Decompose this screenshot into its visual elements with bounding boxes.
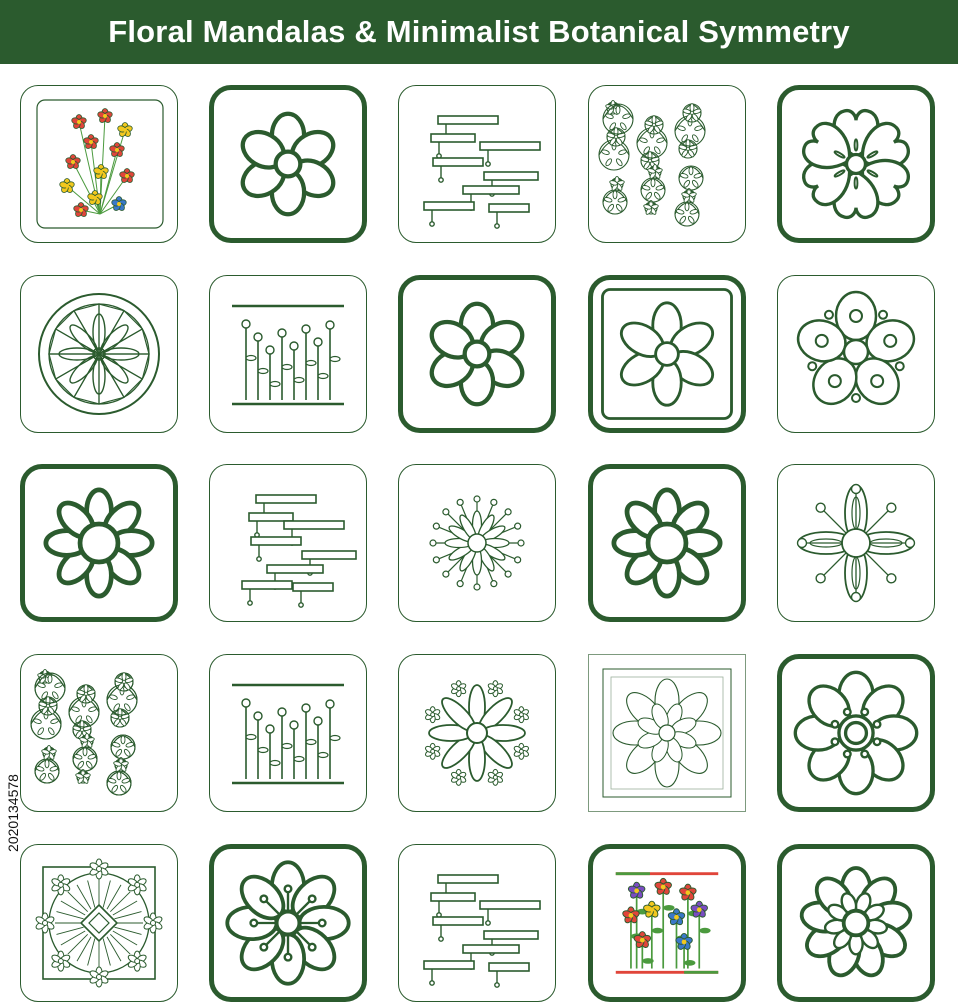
ornate-floral-pattern-icon: [598, 99, 706, 227]
icon-tile[interactable]: [209, 275, 367, 433]
icon-tile[interactable]: [398, 275, 556, 433]
icon-tile[interactable]: [209, 85, 367, 243]
icon-tile[interactable]: [777, 85, 935, 243]
framed-lace-mandala-icon: [602, 668, 732, 798]
starburst-mandala-icon: [429, 495, 525, 591]
icon-tile[interactable]: [588, 85, 746, 243]
stock-id-text: 2020134578: [5, 774, 21, 852]
colorful-garden-icon: [615, 872, 719, 974]
garden-stems-icon: [232, 683, 344, 785]
icon-tile[interactable]: [398, 844, 556, 1002]
icon-tile[interactable]: [209, 844, 367, 1002]
icon-tile[interactable]: [588, 844, 746, 1002]
icon-tile[interactable]: [777, 844, 935, 1002]
four-petal-star-icon: [796, 483, 916, 603]
rounded-petal-flower-icon: [799, 866, 913, 978]
icon-tile[interactable]: [398, 654, 556, 812]
circuit-blocks-icon: [423, 874, 541, 988]
icon-tile[interactable]: [777, 654, 935, 812]
spoke-petal-flower-icon: [225, 860, 351, 986]
icon-tile[interactable]: [20, 654, 178, 812]
icon-tile[interactable]: [20, 275, 178, 433]
header-banner: Floral Mandalas & Minimalist Botanical S…: [0, 0, 958, 64]
icon-tile[interactable]: [398, 85, 556, 243]
radial-flower-mandala-icon: [425, 680, 529, 786]
loop-petal-flower-icon: [796, 290, 916, 406]
icon-tile[interactable]: [20, 85, 178, 243]
rose-line-pattern-icon: [30, 668, 138, 796]
daisy-flower-icon: [611, 487, 723, 599]
icon-tile[interactable]: [777, 464, 935, 622]
geometric-mandala-icon: [38, 293, 160, 415]
ring-center-flower-icon: [793, 670, 919, 796]
icon-tile[interactable]: [588, 464, 746, 622]
icon-tile[interactable]: [20, 844, 178, 1002]
icon-tile[interactable]: [588, 654, 746, 812]
garden-stems-icon: [232, 304, 344, 406]
stock-id-label: 2020134578: [0, 748, 26, 878]
circuit-blocks-icon: [241, 494, 357, 608]
double-frame-flower-icon: [601, 288, 733, 420]
daisy-flower-icon: [43, 487, 155, 599]
icon-tile[interactable]: [20, 464, 178, 622]
icon-tile[interactable]: [777, 275, 935, 433]
icon-tile[interactable]: [398, 464, 556, 622]
colorful-flower-bouquet-icon: [36, 99, 164, 229]
icon-tile[interactable]: [209, 654, 367, 812]
page-title: Floral Mandalas & Minimalist Botanical S…: [108, 14, 850, 49]
icon-tile[interactable]: [588, 275, 746, 433]
icon-grid: [0, 64, 958, 1002]
circuit-blocks-icon: [423, 115, 541, 229]
square-mandala-icon: [35, 858, 163, 988]
icon-tile[interactable]: [209, 464, 367, 622]
six-petal-flower-icon: [429, 301, 525, 407]
heart-petal-flower-icon: [802, 108, 910, 220]
six-petal-flower-icon: [240, 111, 336, 217]
